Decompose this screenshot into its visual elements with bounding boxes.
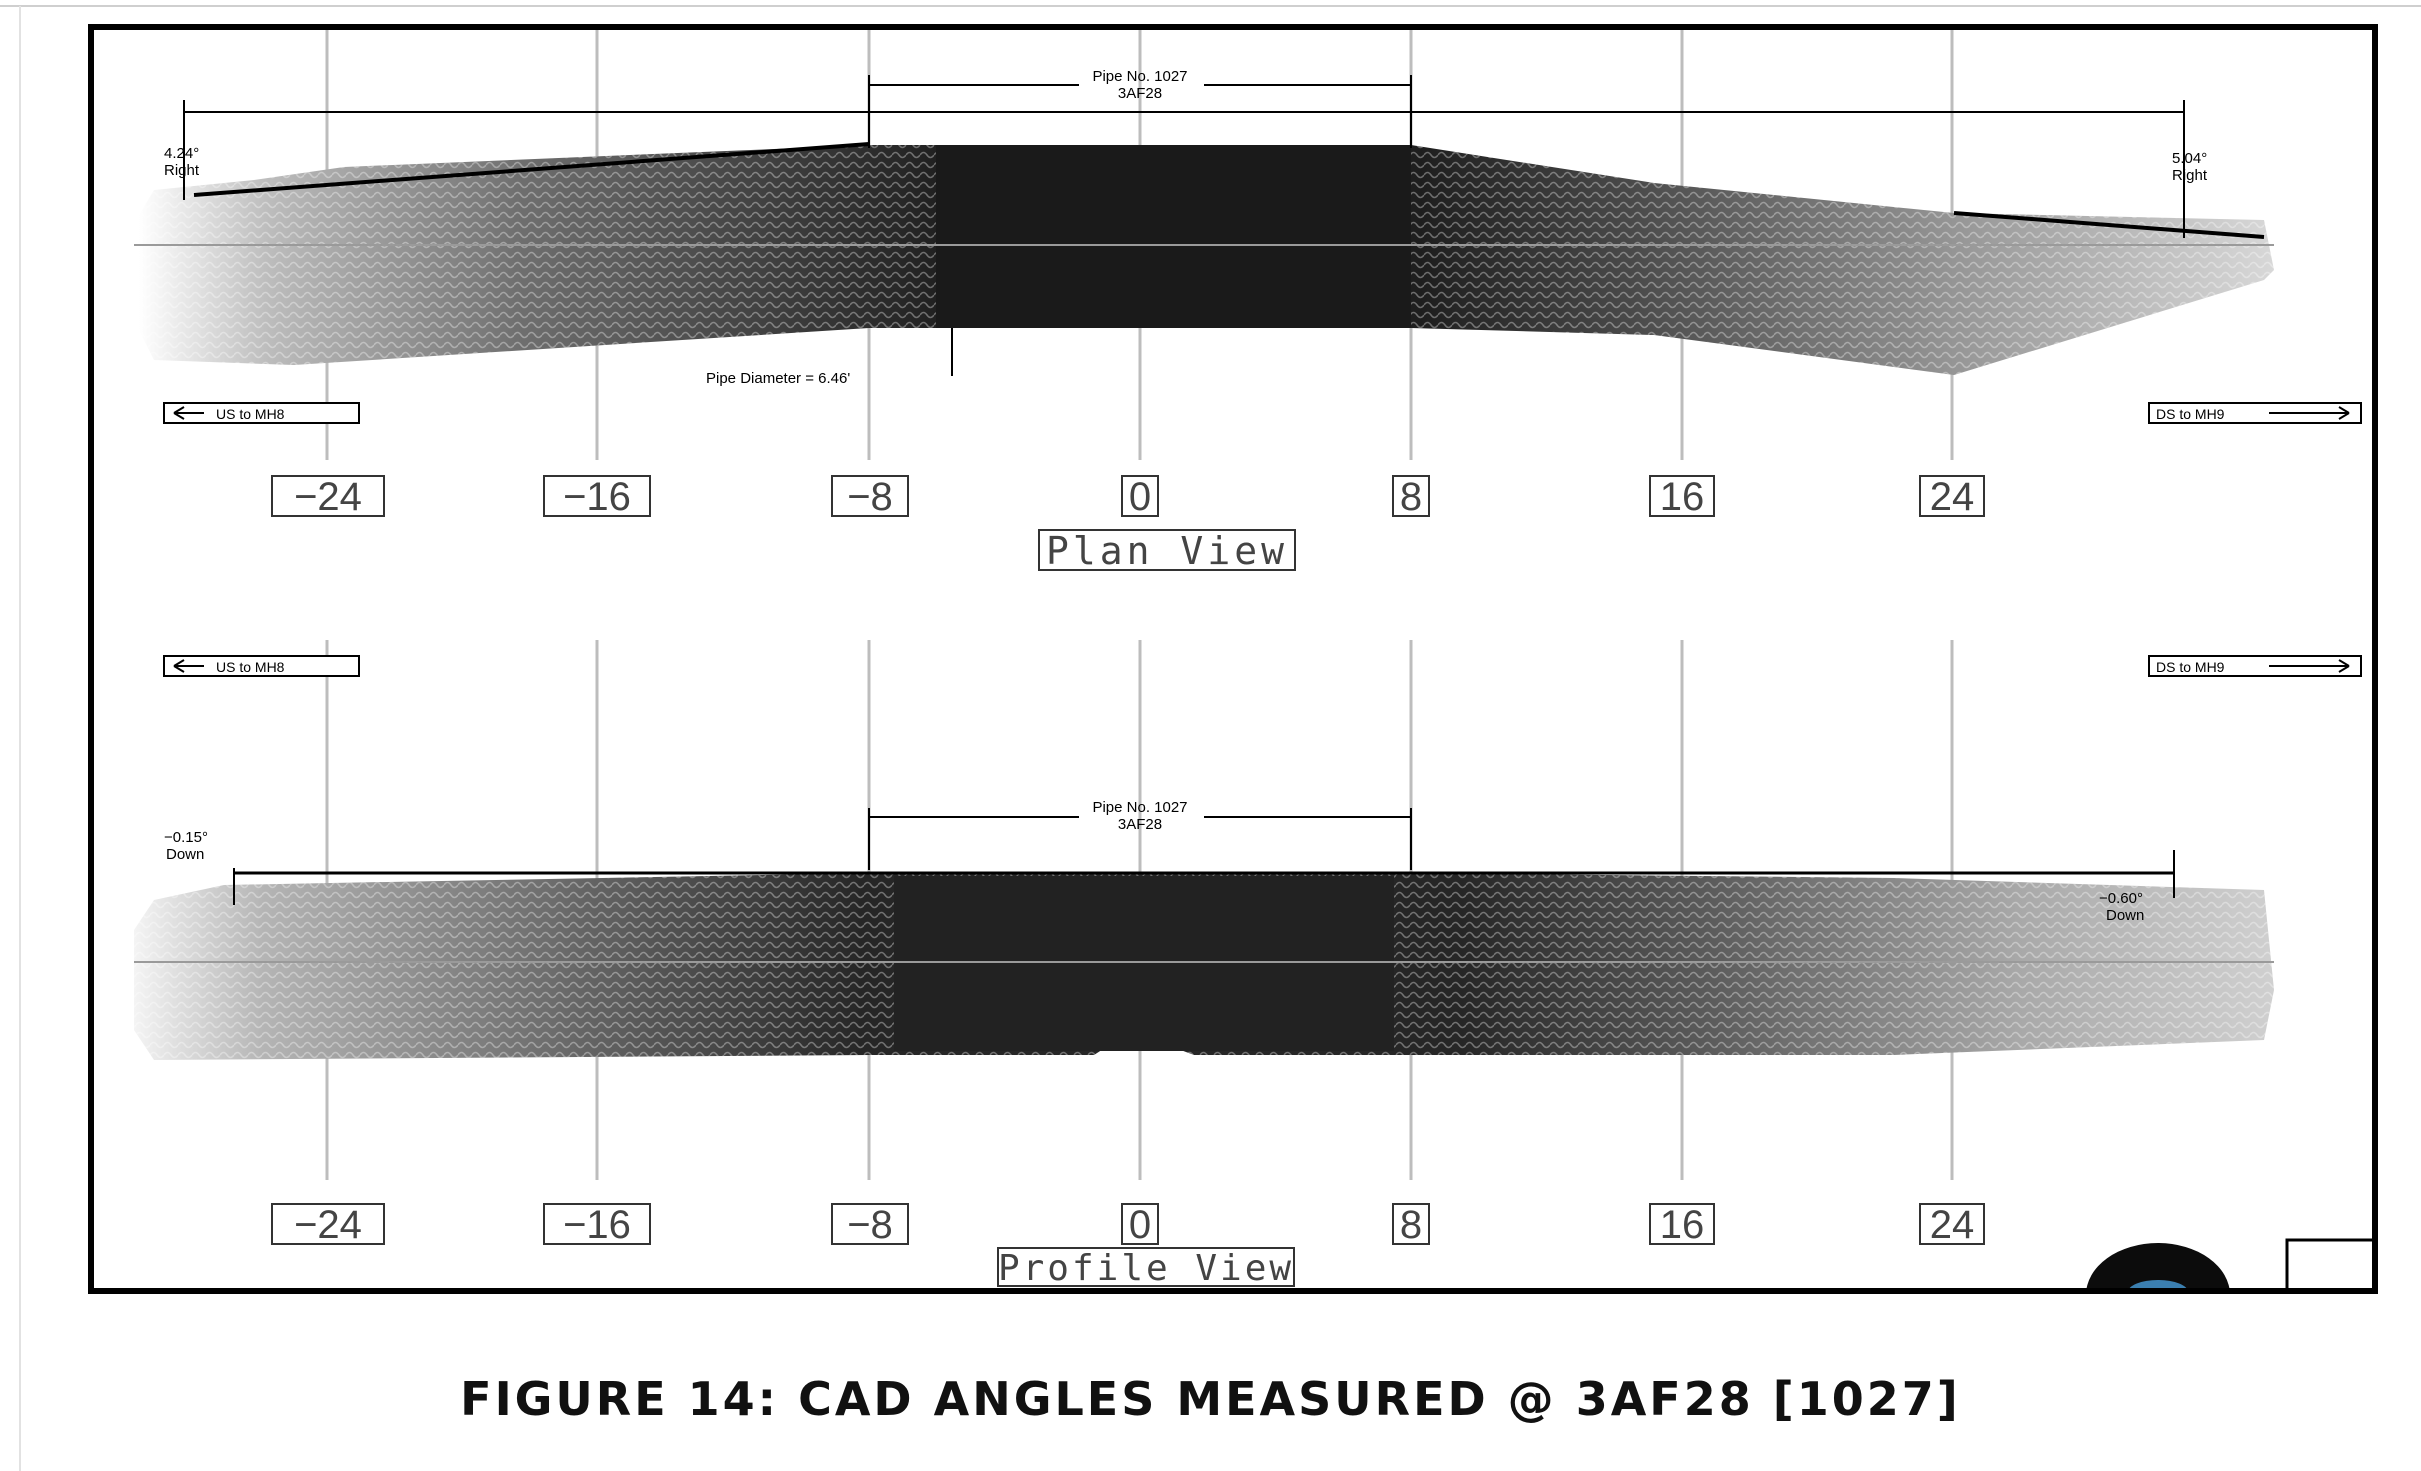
profile-angle-dimension xyxy=(233,850,2175,905)
plan-downstream-label: DS to MH9 xyxy=(2148,402,2362,424)
figure-caption: FIGURE 14: CAD ANGLES MEASURED @ 3AF28 [… xyxy=(460,1372,1961,1426)
plan-left-angle-value: 4.24° xyxy=(164,145,199,162)
profile-right-angle-direction: Down xyxy=(2106,907,2144,924)
plan-upstream-label: US to MH8 xyxy=(163,402,360,424)
corner-box xyxy=(2285,1238,2372,1288)
plan-right-angle-direction: Right xyxy=(2172,167,2208,184)
profile-tick-label: −24 xyxy=(294,1203,362,1247)
plan-tick-label: 24 xyxy=(1930,475,1975,519)
plan-pipe-core xyxy=(936,145,1411,328)
plan-tick-label: −24 xyxy=(294,475,362,519)
profile-axis-ticks: −24 −16 −8 0 8 16 24 xyxy=(271,1203,1985,1247)
plan-pipe-id: 3AF28 xyxy=(1118,85,1162,102)
profile-pipe-id: 3AF28 xyxy=(1118,816,1162,833)
plan-right-angle-value: 5.04° xyxy=(2172,150,2207,167)
profile-pipe-core xyxy=(894,876,1394,1051)
plan-tick-label: 16 xyxy=(1660,475,1705,519)
profile-tick-label: 8 xyxy=(1400,1203,1422,1247)
svg-text:US to MH8: US to MH8 xyxy=(216,659,285,675)
plan-pipe-number: Pipe No. 1027 xyxy=(1092,68,1187,85)
profile-view-title: Profile View xyxy=(998,1248,1294,1288)
plan-view-title: Plan View xyxy=(1046,529,1288,573)
profile-tick-label: 24 xyxy=(1930,1203,1975,1247)
profile-left-angle-direction: Down xyxy=(166,846,204,863)
profile-tick-label: −8 xyxy=(847,1203,893,1247)
profile-upstream-label: US to MH8 xyxy=(163,655,360,677)
profile-pipe-number: Pipe No. 1027 xyxy=(1092,799,1187,816)
plan-tick-label: 0 xyxy=(1129,475,1151,519)
cad-drawing-frame: Pipe No. 1027 3AF28 4.24° Right 5.04° Ri… xyxy=(88,24,2378,1294)
profile-pipe-bracket xyxy=(868,808,1412,870)
plan-pipe-diameter: Pipe Diameter = 6.46' xyxy=(706,370,850,387)
profile-tick-label: −16 xyxy=(563,1203,631,1247)
svg-text:DS to MH9: DS to MH9 xyxy=(2156,406,2225,422)
profile-tick-label: 0 xyxy=(1129,1203,1151,1247)
plan-view: Pipe No. 1027 3AF28 4.24° Right 5.04° Ri… xyxy=(134,68,2362,573)
profile-view: US to MH8 DS to MH9 Pipe No. 1027 3AF28 xyxy=(134,655,2362,1288)
profile-right-angle-value: −0.60° xyxy=(2099,890,2143,907)
cad-drawing: Pipe No. 1027 3AF28 4.24° Right 5.04° Ri… xyxy=(134,30,2372,1288)
plan-axis-ticks: −24 −16 −8 0 8 16 24 xyxy=(271,475,1985,519)
svg-text:DS to MH9: DS to MH9 xyxy=(2156,659,2225,675)
profile-left-angle-value: −0.15° xyxy=(164,829,208,846)
plan-left-angle-direction: Right xyxy=(164,162,200,179)
plan-tick-label: −16 xyxy=(563,475,631,519)
plan-tick-label: −8 xyxy=(847,475,893,519)
corner-badge xyxy=(2086,1243,2230,1288)
plan-left-angle-dimension xyxy=(183,100,2185,238)
profile-tick-label: 16 xyxy=(1660,1203,1705,1247)
svg-text:US to MH8: US to MH8 xyxy=(216,406,285,422)
profile-downstream-label: DS to MH9 xyxy=(2148,655,2362,677)
plan-tick-label: 8 xyxy=(1400,475,1422,519)
